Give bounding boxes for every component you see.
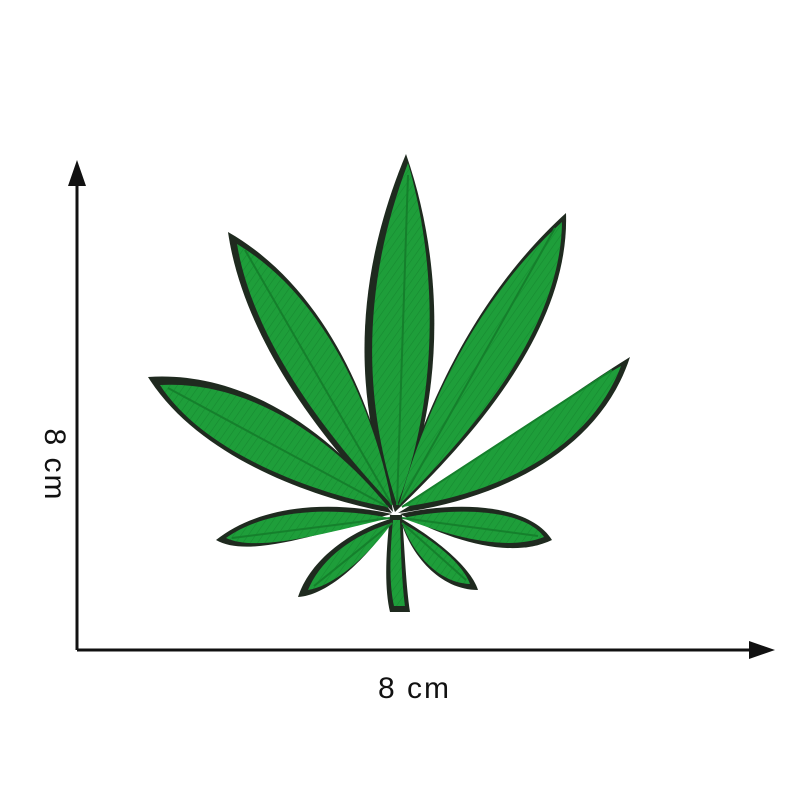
cannabis-leaf-patch: [148, 154, 630, 612]
leaf-veins: [167, 174, 613, 587]
dimension-axes: [68, 160, 775, 659]
height-label: 8 cm: [38, 428, 71, 502]
right-arrow-icon: [749, 641, 775, 659]
width-label: 8 cm: [378, 672, 452, 705]
up-arrow-icon: [68, 160, 86, 186]
